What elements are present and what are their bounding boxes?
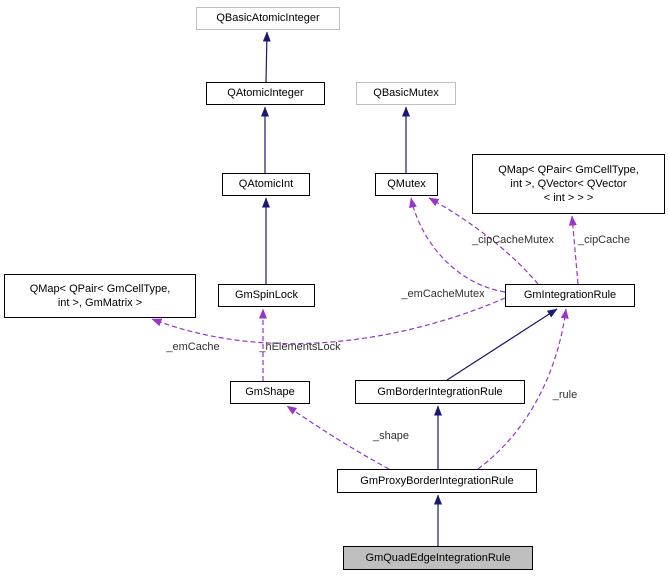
edge-usage-emcachemutex: [409, 197, 506, 293]
node-gmspinlock[interactable]: GmSpinLock: [218, 284, 315, 307]
node-qmap-gmmatrix[interactable]: QMap< QPair< GmCellType, int >, GmMatrix…: [4, 274, 196, 318]
node-qatomicinteger[interactable]: QAtomicInteger: [206, 82, 325, 105]
node-gmproxyborderintegrationrule[interactable]: GmProxyBorderIntegrationRule: [337, 469, 537, 493]
edge-label-helementslock: _hElementsLock: [259, 341, 341, 353]
edge-inherit-qatomicinteger-to-qbasicatomicinteger: [262, 31, 271, 83]
edge-inherit-gmborderintegrationrule-to-gmintegrationrule: [446, 308, 558, 381]
edge-usage-emcache: [151, 297, 506, 345]
edge-label-emcachemutex: _emCacheMutex: [401, 288, 485, 300]
node-qbasicatomicinteger: QBasicAtomicInteger: [196, 7, 340, 30]
edge-usage-cipcachemutex: [428, 197, 539, 285]
edge-label-cipcachemutex: _cipCacheMutex: [472, 234, 554, 246]
node-qbasicmutex: QBasicMutex: [356, 82, 456, 105]
node-qmap-qvector[interactable]: QMap< QPair< GmCellType, int >, QVector<…: [472, 154, 665, 214]
edge-label-cipcache: _cipCache: [578, 234, 630, 246]
edge-usage-cipcache: [568, 215, 579, 285]
node-qmutex[interactable]: QMutex: [375, 173, 438, 196]
node-gmborderintegrationrule[interactable]: GmBorderIntegrationRule: [355, 380, 525, 404]
node-qatomicint[interactable]: QAtomicInt: [222, 173, 310, 196]
edge-label-rule: _rule: [552, 389, 578, 401]
edge-usage-shape: [286, 405, 390, 470]
node-gmshape[interactable]: GmShape: [230, 381, 310, 404]
edge-label-shape: _shape: [372, 430, 410, 442]
node-gmintegrationrule[interactable]: GmIntegrationRule: [505, 284, 635, 307]
edge-label-emcache: _emCache: [166, 341, 220, 353]
node-gmquadedgeintegrationrule-current: GmQuadEdgeIntegrationRule: [343, 546, 533, 570]
